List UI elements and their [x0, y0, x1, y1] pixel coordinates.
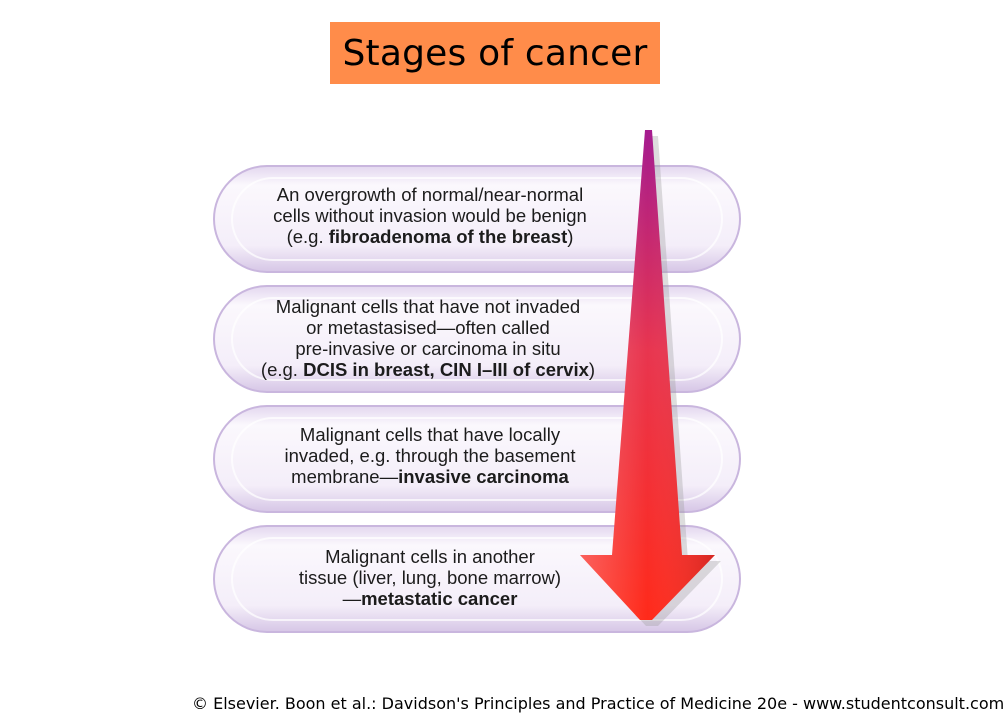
slide-title: Stages of cancer	[342, 32, 648, 74]
copyright-footer: © Elsevier. Boon et al.: Davidson's Prin…	[192, 694, 1004, 713]
progression-arrow	[580, 130, 721, 626]
stage-line: Malignant cells that have not invaded	[226, 296, 630, 317]
stage-line-bold-text: fibroadenoma of the breast	[328, 226, 568, 247]
stage-line-text: invaded, e.g. through the basement	[284, 445, 576, 466]
stage-line-text: (e.g.	[260, 359, 304, 380]
stage-line: (e.g. DCIS in breast, CIN I–III of cervi…	[226, 359, 630, 380]
stage-pill-2	[213, 285, 741, 393]
stage-pill-4	[213, 525, 741, 633]
stage-line: tissue (liver, lung, bone marrow)	[230, 567, 630, 588]
stage-line: Malignant cells that have locally	[230, 424, 630, 445]
stage-line: —metastatic cancer	[230, 588, 630, 609]
title-box: Stages of cancer	[330, 22, 660, 84]
stage-line-text: pre-invasive or carcinoma in situ	[295, 338, 561, 359]
stage-pill-3	[213, 405, 741, 513]
stage-line: pre-invasive or carcinoma in situ	[226, 338, 630, 359]
stage-line-text: or metastasised—often called	[306, 317, 550, 338]
stages-diagram	[213, 130, 741, 633]
stage-line-bold-text: DCIS in breast, CIN I–III of cervix	[303, 359, 589, 380]
stage-line-text: Malignant cells in another	[325, 546, 535, 567]
stage-line-text: )	[567, 226, 574, 247]
stage-line-text: —	[342, 588, 362, 609]
stage-line: invaded, e.g. through the basement	[230, 445, 630, 466]
stage-pill-1	[213, 165, 741, 273]
stage-line-bold-text: metastatic cancer	[361, 588, 518, 609]
stage-line-text: tissue (liver, lung, bone marrow)	[298, 567, 562, 588]
stage-line-text: (e.g.	[286, 226, 329, 247]
stage-line: An overgrowth of normal/near-normal	[230, 184, 630, 205]
stage-line-text: cells without invasion would be benign	[273, 205, 587, 226]
stage-line-text: membrane—	[291, 466, 399, 487]
stage-line-text: )	[588, 359, 596, 380]
stage-line: cells without invasion would be benign	[230, 205, 630, 226]
stage-line-bold-text: invasive carcinoma	[398, 466, 569, 487]
stage-line: (e.g. fibroadenoma of the breast)	[230, 226, 630, 247]
stage-line-text: Malignant cells that have locally	[299, 424, 561, 445]
stage-line: or metastasised—often called	[226, 317, 630, 338]
stage-line: Malignant cells in another	[230, 546, 630, 567]
stage-line-text: An overgrowth of normal/near-normal	[276, 184, 584, 205]
stage-line: membrane—invasive carcinoma	[230, 466, 630, 487]
stage-line-text: Malignant cells that have not invaded	[275, 296, 581, 317]
